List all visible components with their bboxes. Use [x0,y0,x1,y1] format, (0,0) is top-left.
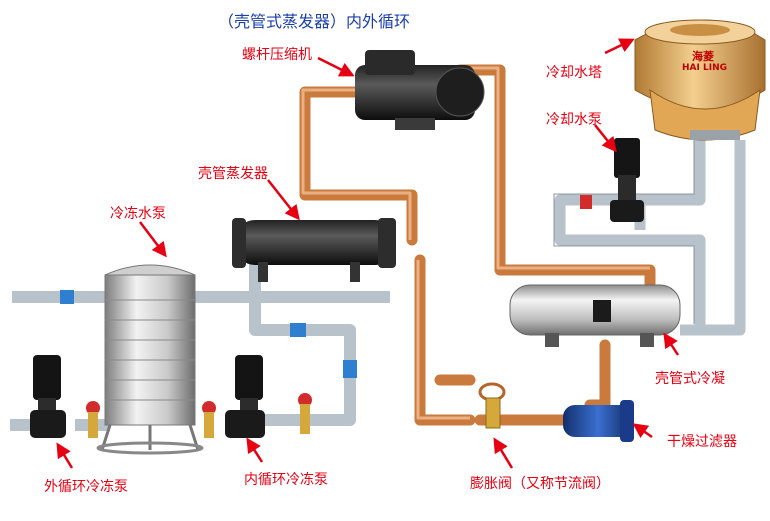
page-title: （壳管式蒸发器）内外循环 [218,12,411,31]
blue-band-2 [343,360,357,378]
label-screw-compressor: 螺杆压缩机 [242,47,312,63]
blue-band-1 [290,323,306,337]
label-outer-circulation-pump: 外循环冷冻泵 [44,479,128,495]
cooling-water-pipe-edges [553,140,695,324]
shell-tube-evaporator [232,218,396,282]
copper-pipe-highlight [301,66,650,420]
chilled-water-pipes [10,262,390,431]
dryer-filter [563,400,634,442]
label-chilled-pump: 冷冻水泵 [110,206,166,222]
label-dryer-filter: 干燥过滤器 [667,434,737,450]
cooling-pump [580,138,644,222]
screw-compressor [355,50,485,130]
label-arrows [56,38,680,469]
inner-circulation-pump [202,355,312,438]
label-shell-evaporator: 壳管蒸发器 [198,166,268,182]
label-shell-condenser: 壳管式冷凝 [655,371,725,387]
label-cooling-tower: 冷却水塔 [546,65,602,81]
cooling-tower [634,19,766,141]
blue-band-3 [60,290,74,304]
outer-circulation-pump [30,355,100,438]
label-expansion-valve: 膨胀阀（又称节流阀） [470,476,610,492]
label-cooling-pump: 冷却水泵 [546,112,602,128]
expansion-valve [478,382,506,429]
tower-brand-en: HAI LING [682,63,727,73]
chilled-water-tank [96,264,204,455]
tower-brand-cn: 海菱 [692,50,714,63]
shell-tube-condenser [509,284,681,347]
label-inner-circulation-pump: 内循环冷冻泵 [244,472,328,488]
